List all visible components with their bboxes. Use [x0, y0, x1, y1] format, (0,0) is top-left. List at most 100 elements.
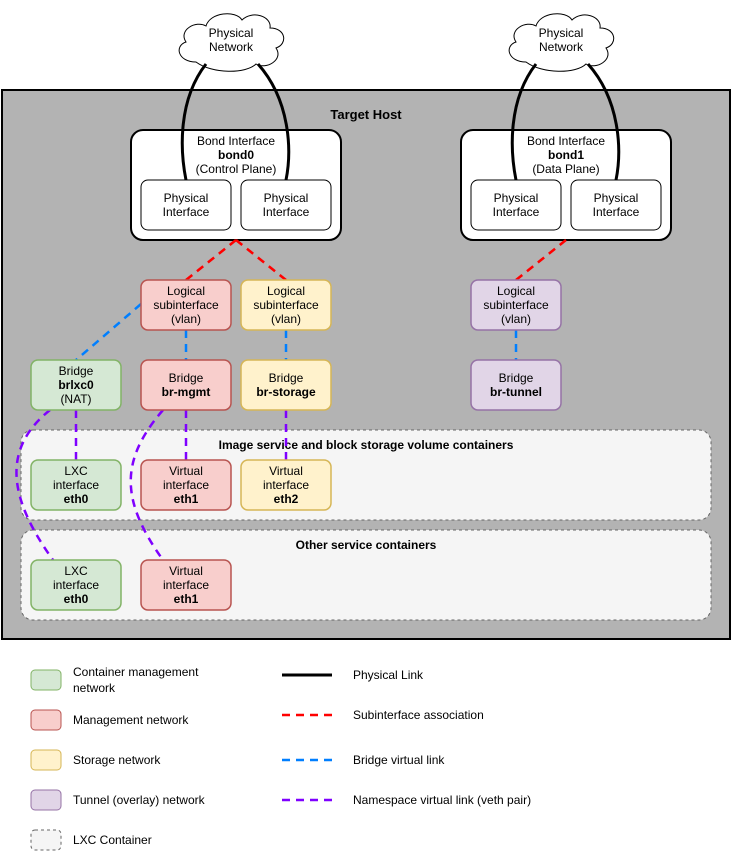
- label: Virtual: [269, 464, 303, 478]
- shape: [470, 359, 562, 411]
- label: eth1: [174, 592, 199, 606]
- label: bond0: [218, 148, 254, 162]
- bond0-interface: Bond Interface bond0 (Control Plane) Phy…: [130, 129, 342, 241]
- shape: [180, 63, 208, 181]
- label: interface: [53, 578, 99, 592]
- label: Bridge: [59, 364, 94, 378]
- bridge-br-storage: Bridge br-storage: [240, 359, 332, 411]
- shape: [240, 359, 332, 411]
- label: Namespace virtual link (veth pair): [353, 793, 531, 807]
- bridge-links: [75, 303, 518, 361]
- label: Virtual: [169, 564, 203, 578]
- cloud-label: Physical: [209, 26, 254, 40]
- cloud-label: Network: [539, 40, 584, 54]
- host-title: Target Host: [330, 107, 402, 122]
- bridge-brlxc0: Bridge brlxc0 (NAT): [30, 359, 122, 411]
- legend-swatch-lxc: [30, 829, 62, 851]
- iface-eth0: LXC interface eth0: [30, 459, 122, 511]
- shape: [185, 239, 237, 281]
- label: Bridge: [269, 371, 304, 385]
- label: Interface: [163, 205, 210, 219]
- label: bond1: [548, 148, 584, 162]
- shape: [256, 63, 291, 181]
- label: LXC: [64, 464, 88, 478]
- namespace-links: [15, 409, 288, 561]
- label: interface: [163, 478, 209, 492]
- legend-swatch-container-mgmt: [30, 669, 62, 691]
- legend-swatch-tunnel: [30, 789, 62, 811]
- label: Bridge: [499, 371, 534, 385]
- shape: [30, 359, 122, 411]
- label: Subinterface association: [353, 708, 484, 722]
- label: eth1: [174, 492, 199, 506]
- label: Interface: [493, 205, 540, 219]
- lxc-container-group: Other service containers: [20, 529, 712, 621]
- label: Physical: [164, 191, 209, 205]
- shape: [140, 559, 232, 611]
- shape: [140, 279, 232, 331]
- label: Bond Interface: [197, 134, 275, 148]
- label: Virtual: [169, 464, 203, 478]
- label: Interface: [263, 205, 310, 219]
- label: Container management: [73, 665, 199, 679]
- shape: [15, 409, 55, 561]
- label: (vlan): [271, 312, 301, 326]
- label: Logical: [267, 284, 305, 298]
- shape: [30, 459, 122, 511]
- legend-swatch-storage: [30, 749, 62, 771]
- lxc-container-group: Image service and block storage volume c…: [20, 429, 712, 521]
- label: Tunnel (overlay) network: [73, 793, 206, 807]
- bridge-br-tunnel: Bridge br-tunnel: [470, 359, 562, 411]
- label: (Control Plane): [196, 162, 277, 176]
- shape: [508, 13, 615, 72]
- shape: [240, 459, 332, 511]
- label: LXC Container: [73, 833, 152, 847]
- subinterface-tunnel: Logical subinterface (vlan): [470, 279, 562, 331]
- iface-eth2: Virtual interface eth2: [240, 459, 332, 511]
- label: br-storage: [256, 385, 316, 399]
- label: (vlan): [501, 312, 531, 326]
- label: subinterface: [253, 298, 319, 312]
- shape: [140, 359, 232, 411]
- shape: [470, 279, 562, 331]
- legend: Container management network Management …: [30, 665, 531, 851]
- label: br-tunnel: [490, 385, 542, 399]
- label: Management network: [73, 713, 189, 727]
- bridge-br-mgmt: Bridge br-mgmt: [140, 359, 232, 411]
- label: Logical: [167, 284, 205, 298]
- cloud-label: Physical: [539, 26, 584, 40]
- iface-eth1: Virtual interface eth1: [140, 559, 232, 611]
- label: eth0: [64, 492, 89, 506]
- bond1-interface: Bond Interface bond1 (Data Plane) Physic…: [460, 129, 672, 241]
- label: eth2: [274, 492, 299, 506]
- label: Other service containers: [296, 538, 437, 552]
- cloud-left: Physical Network: [178, 13, 285, 72]
- subinterface-mgmt: Logical subinterface (vlan): [140, 279, 232, 331]
- shape: [30, 559, 122, 611]
- label: LXC: [64, 564, 88, 578]
- shape: [510, 63, 538, 181]
- cloud-right: Physical Network: [508, 13, 615, 72]
- label: Bond Interface: [527, 134, 605, 148]
- label: (Data Plane): [532, 162, 599, 176]
- shape: [235, 239, 287, 281]
- label: Physical: [264, 191, 309, 205]
- label: interface: [163, 578, 209, 592]
- label: network: [73, 681, 116, 695]
- shape: [129, 409, 165, 561]
- label: interface: [263, 478, 309, 492]
- label: subinterface: [153, 298, 219, 312]
- shape: [178, 13, 285, 72]
- label: (NAT): [60, 392, 91, 406]
- label: brlxc0: [58, 378, 94, 392]
- iface-eth1: Virtual interface eth1: [140, 459, 232, 511]
- iface-eth0: LXC interface eth0: [30, 559, 122, 611]
- shape: [515, 239, 567, 281]
- subinterface-links: [185, 239, 567, 281]
- label: Bridge virtual link: [353, 753, 445, 767]
- label: Bridge: [169, 371, 204, 385]
- label: eth0: [64, 592, 89, 606]
- label: Image service and block storage volume c…: [219, 438, 514, 452]
- label: br-mgmt: [162, 385, 211, 399]
